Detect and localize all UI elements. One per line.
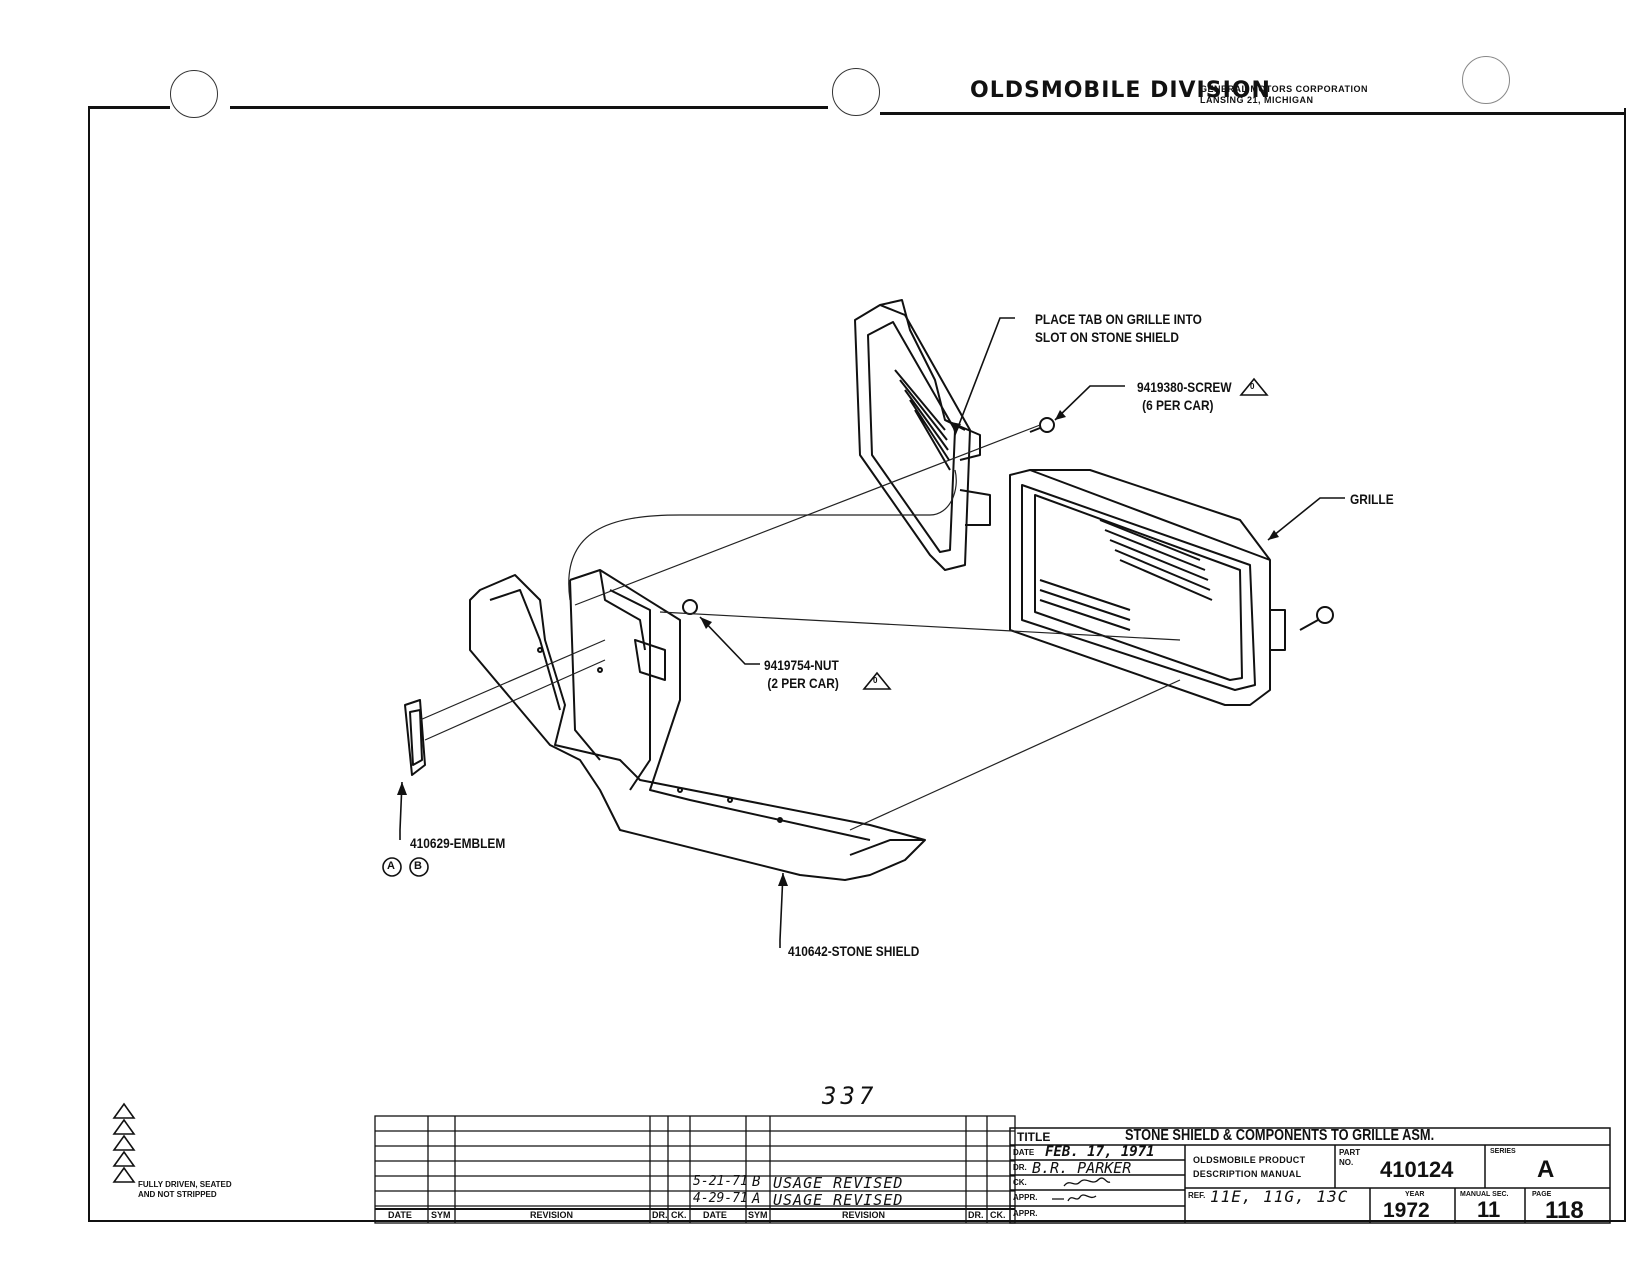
frame-top-left: [88, 106, 170, 109]
upper-grille-part: [854, 299, 991, 571]
binder-hole-left: [170, 70, 218, 118]
corp-line2: LANSING 21, MICHIGAN: [1200, 95, 1314, 105]
rev-row-b-revision: USAGE REVISED: [773, 1174, 904, 1192]
rev-header-dr-left: DR.: [652, 1210, 668, 1220]
callout-place-tab-line2: SLOT ON STONE SHIELD: [1035, 329, 1179, 345]
callout-place-tab-line1: PLACE TAB ON GRILLE INTO: [1035, 311, 1202, 327]
rev-row-b-sym: B: [752, 1174, 761, 1190]
manual-sec-label: MANUAL SEC.: [1460, 1191, 1509, 1198]
frame-top-right: [880, 112, 1624, 115]
nut-triangle-symbol: 0: [873, 676, 878, 685]
callout-stone-shield: 410642-STONE SHIELD: [788, 943, 920, 959]
manual-line1: OLDSMOBILE PRODUCT: [1193, 1155, 1306, 1165]
legend-note-line1: FULLY DRIVEN, SEATED: [138, 1180, 232, 1189]
binder-hole-right: [1462, 56, 1510, 104]
appr2-label: APPR.: [1013, 1209, 1038, 1218]
callout-screw-part: 9419380-SCREW: [1137, 379, 1232, 395]
callout-nut-part: 9419754-NUT: [764, 657, 839, 673]
callout-screw-qty: (6 PER CAR): [1142, 397, 1214, 413]
circle-b-letter: B: [414, 860, 422, 872]
part-label: PART NO.: [1339, 1148, 1360, 1168]
screw-triangle-symbol: 0: [1250, 382, 1255, 391]
rev-header-revision-right: REVISION: [842, 1210, 886, 1220]
rev-header-sym-left: SYM: [431, 1210, 451, 1220]
rev-header-revision-left: REVISION: [530, 1210, 574, 1220]
drawing-frame: [88, 108, 1626, 1222]
grille-part: [1009, 469, 1334, 706]
circle-a-letter: A: [387, 860, 395, 872]
approver-signature: [1050, 1191, 1098, 1210]
emblem-part: [404, 699, 426, 776]
rev-row-a-sym: A: [752, 1191, 761, 1207]
drawing-title: STONE SHIELD & COMPONENTS TO GRILLE ASM.: [1125, 1127, 1435, 1144]
callout-place-tab: PLACE TAB ON GRILLE INTO SLOT ON STONE S…: [1035, 310, 1202, 346]
manual-sec-value: 11: [1477, 1197, 1501, 1222]
rev-header-date-right: DATE: [703, 1210, 727, 1220]
page-mark: 337: [822, 1082, 878, 1110]
part-label-line2: NO.: [1339, 1158, 1354, 1167]
callout-screw: 9419380-SCREW (6 PER CAR): [1137, 378, 1232, 414]
ref-label: REF.: [1188, 1191, 1206, 1200]
drafter-name: B.R. PARKER: [1032, 1159, 1132, 1177]
division-title: OLDSMOBILE DIVISION: [970, 78, 1271, 103]
page-value: 118: [1545, 1197, 1584, 1224]
rev-header-dr-right: DR.: [968, 1210, 984, 1220]
checker-signature: [1062, 1176, 1112, 1195]
rev-row-a-revision: USAGE REVISED: [773, 1191, 904, 1209]
title-block-grid: [1009, 1127, 1611, 1224]
rev-row-b-date: 5-21-71: [693, 1174, 748, 1189]
legend-note: FULLY DRIVEN, SEATED AND NOT STRIPPED: [138, 1180, 232, 1200]
revision-table-grid: [374, 1115, 1016, 1224]
manual-name: OLDSMOBILE PRODUCT DESCRIPTION MANUAL: [1193, 1153, 1305, 1181]
screw-part: [1029, 417, 1055, 433]
ck-label: CK.: [1013, 1178, 1027, 1187]
rev-header-sym-right: SYM: [748, 1210, 768, 1220]
part-label-line1: PART: [1339, 1148, 1361, 1157]
callout-nut: 9419754-NUT (2 PER CAR): [764, 656, 839, 692]
rev-row-a-date: 4-29-71: [693, 1191, 748, 1206]
series-label: SERIES: [1490, 1148, 1516, 1155]
year-value: 1972: [1383, 1199, 1430, 1222]
legend-note-line2: AND NOT STRIPPED: [138, 1190, 217, 1199]
legend-triangles: [112, 1102, 136, 1183]
year-label: YEAR: [1405, 1191, 1425, 1198]
rev-header-ck-left: CK.: [671, 1210, 687, 1220]
series-value: A: [1537, 1156, 1555, 1183]
rev-header-date-left: DATE: [388, 1210, 412, 1220]
callout-emblem: 410629-EMBLEM: [410, 835, 506, 851]
appr-label: APPR.: [1013, 1193, 1038, 1202]
frame-top-mid: [230, 106, 828, 109]
stone-shield-part: [469, 569, 926, 881]
ref-value: 11E, 11G, 13C: [1210, 1187, 1349, 1206]
corp-info: GENERAL MOTORS CORPORATION LANSING 21, M…: [1200, 84, 1368, 106]
binder-hole-center: [832, 68, 880, 116]
part-number: 410124: [1380, 1157, 1454, 1182]
date-label: DATE: [1013, 1148, 1035, 1157]
callout-nut-qty: (2 PER CAR): [767, 675, 839, 691]
dr-label: DR.: [1013, 1163, 1027, 1172]
drawing-date: FEB. 17, 1971: [1045, 1144, 1155, 1160]
callout-grille: GRILLE: [1350, 491, 1394, 507]
rev-header-ck-right: CK.: [990, 1210, 1006, 1220]
title-label: TITLE: [1017, 1130, 1051, 1144]
page-label: PAGE: [1532, 1191, 1552, 1198]
manual-line2: DESCRIPTION MANUAL: [1193, 1169, 1302, 1179]
nut-part: [682, 599, 698, 615]
corp-line1: GENERAL MOTORS CORPORATION: [1200, 84, 1369, 94]
